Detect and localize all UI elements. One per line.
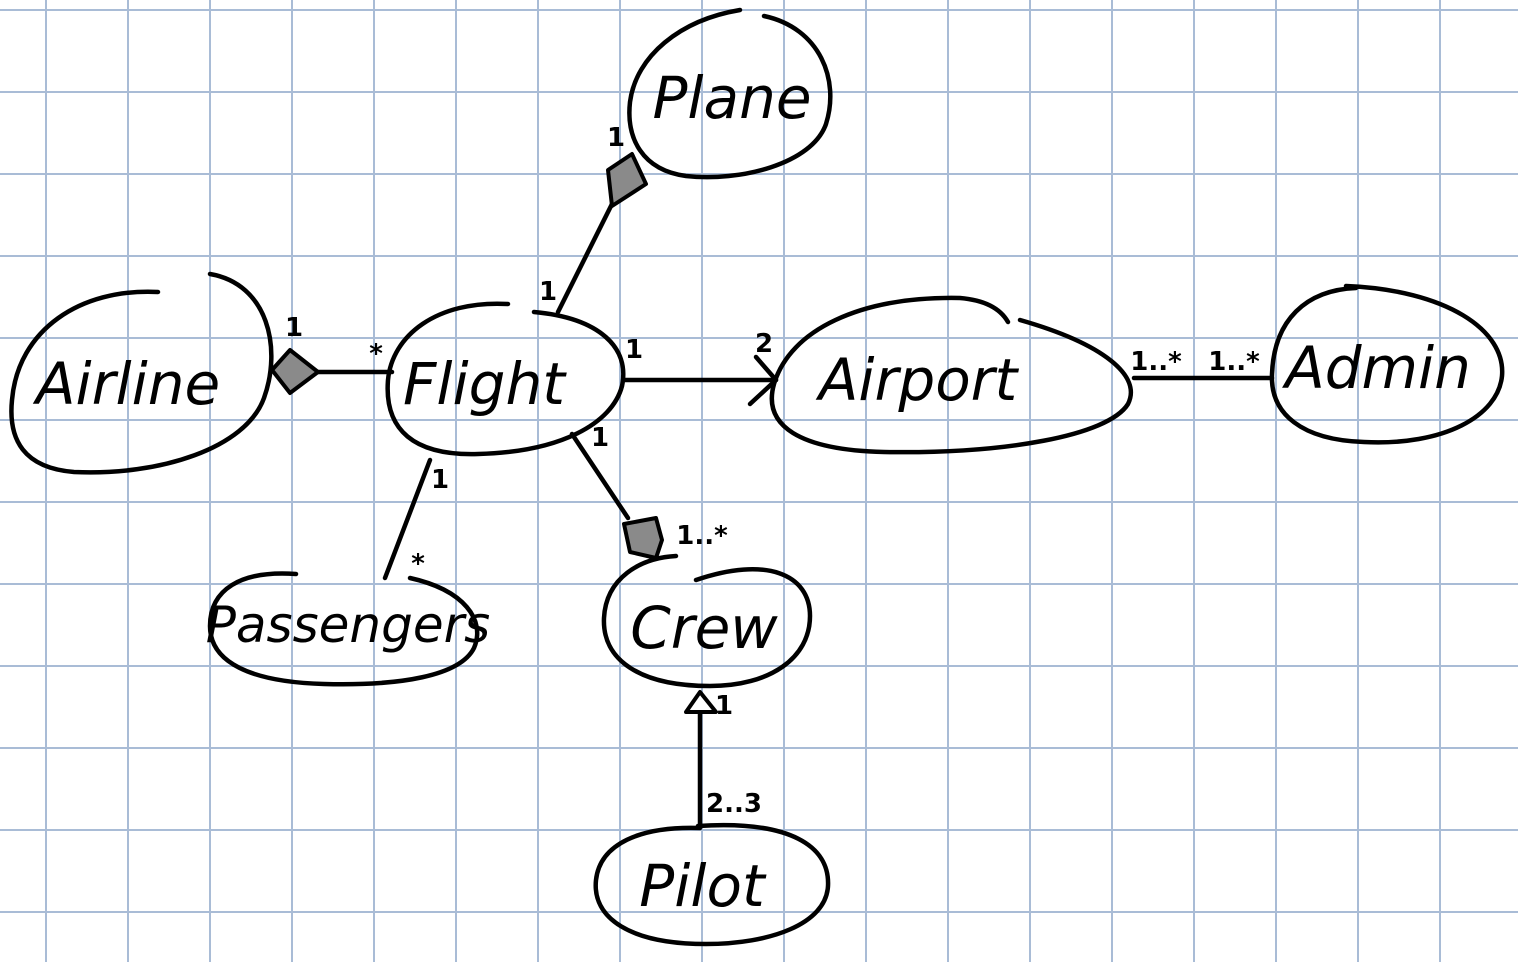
node-airport[interactable]: Airport <box>769 295 1134 455</box>
node-label: Plane <box>652 64 811 132</box>
composition-diamond-icon <box>270 348 320 395</box>
node-label: Airline <box>32 350 220 418</box>
multiplicity-label: 1 <box>607 123 625 153</box>
multiplicity-label: * <box>369 339 383 369</box>
node-passengers[interactable]: Passengers <box>206 571 490 687</box>
multiplicity-label: 1..* <box>1208 347 1260 377</box>
multiplicity-label: 2..3 <box>706 789 762 819</box>
edge-airline-flight[interactable] <box>270 348 395 395</box>
multiplicity-label: 1 <box>285 313 303 343</box>
multiplicity-label: * <box>411 549 425 579</box>
node-label: Passengers <box>206 596 490 654</box>
node-pilot[interactable]: Pilot <box>593 822 831 947</box>
multiplicity-label: 1..* <box>1130 347 1182 377</box>
multiplicity-label: 1 <box>591 423 609 453</box>
composition-diamond-icon <box>606 152 648 208</box>
edge-flight-airport[interactable] <box>622 354 779 407</box>
node-label: Pilot <box>639 852 767 920</box>
node-label: Flight <box>403 350 567 418</box>
node-label: Crew <box>630 594 778 662</box>
node-admin[interactable]: Admin <box>1269 283 1505 445</box>
edge-flight-passengers[interactable] <box>382 457 433 581</box>
multiplicity-label: 1 <box>625 335 643 365</box>
edge-flight-crew[interactable] <box>569 431 664 560</box>
multiplicity-label: 1 <box>539 277 557 307</box>
multiplicity-label: 2 <box>755 329 773 359</box>
node-label: Admin <box>1281 334 1471 402</box>
multiplicity-label: 1..* <box>676 521 728 551</box>
composition-diamond-icon <box>622 516 664 560</box>
edge-flight-plane[interactable] <box>555 152 648 315</box>
generalization-arrow-icon <box>684 690 718 714</box>
multiplicity-label: 1 <box>431 465 449 495</box>
node-label: Airport <box>815 346 1020 414</box>
node-airline[interactable]: Airline <box>9 271 274 475</box>
edge-pilot-crew[interactable] <box>684 690 718 829</box>
node-plane[interactable]: Plane <box>627 7 833 180</box>
node-flight[interactable]: Flight <box>385 301 626 457</box>
node-crew[interactable]: Crew <box>601 553 813 689</box>
multiplicity-label: 1 <box>715 691 733 721</box>
